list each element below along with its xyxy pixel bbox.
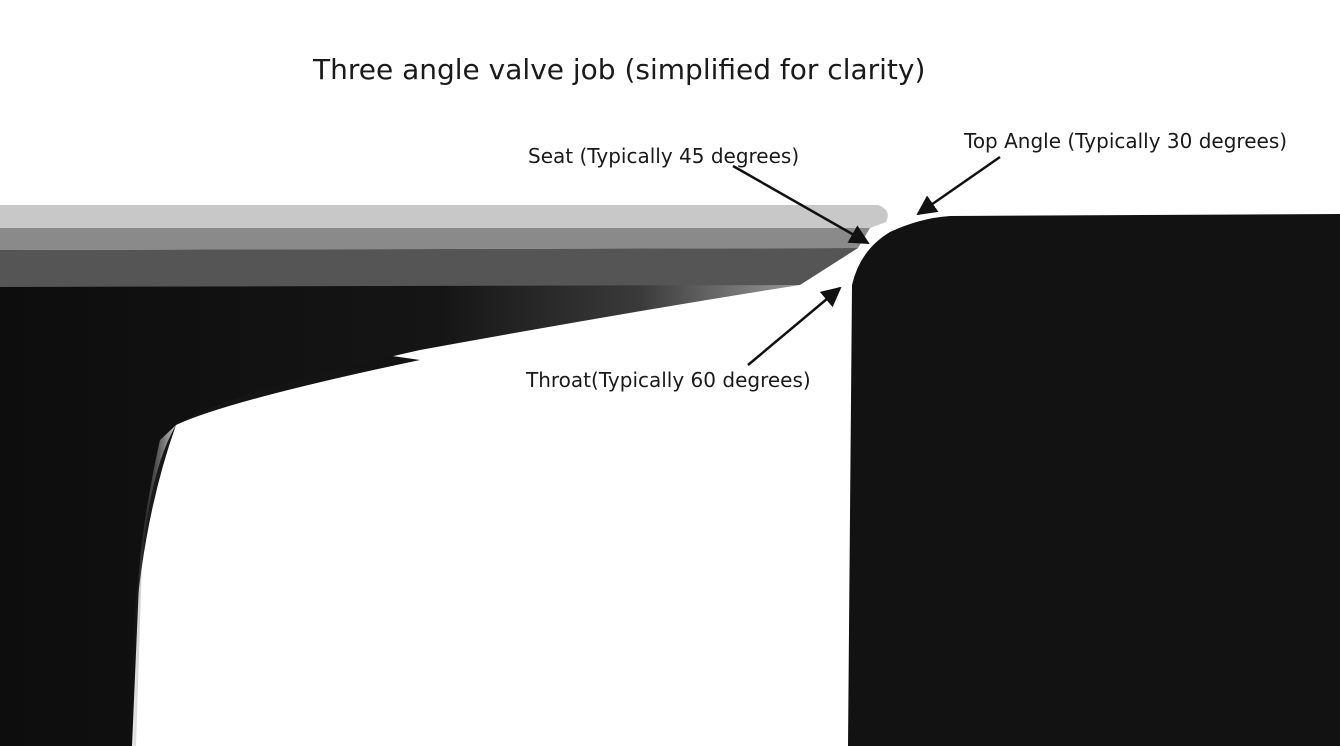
throat-arrow: [747, 286, 842, 366]
throat-callout-label: Throat(Typically 60 degrees): [526, 368, 811, 392]
diagram-title: Three angle valve job (simplified for cl…: [313, 53, 926, 86]
valve-face-top-band: [0, 205, 888, 228]
valve-stem-highlight: [128, 425, 176, 746]
top-angle-arrow: [916, 155, 1001, 216]
valve-face-middle-band: [0, 228, 870, 250]
valve-head-underside: [0, 285, 800, 746]
seat-arrow: [732, 164, 870, 245]
cylinder-head-seat: [848, 214, 1340, 746]
valve-face-lower-band: [0, 248, 858, 287]
seat-callout-label: Seat (Typically 45 degrees): [528, 144, 800, 168]
top-angle-callout-label: Top Angle (Typically 30 degrees): [964, 129, 1288, 153]
